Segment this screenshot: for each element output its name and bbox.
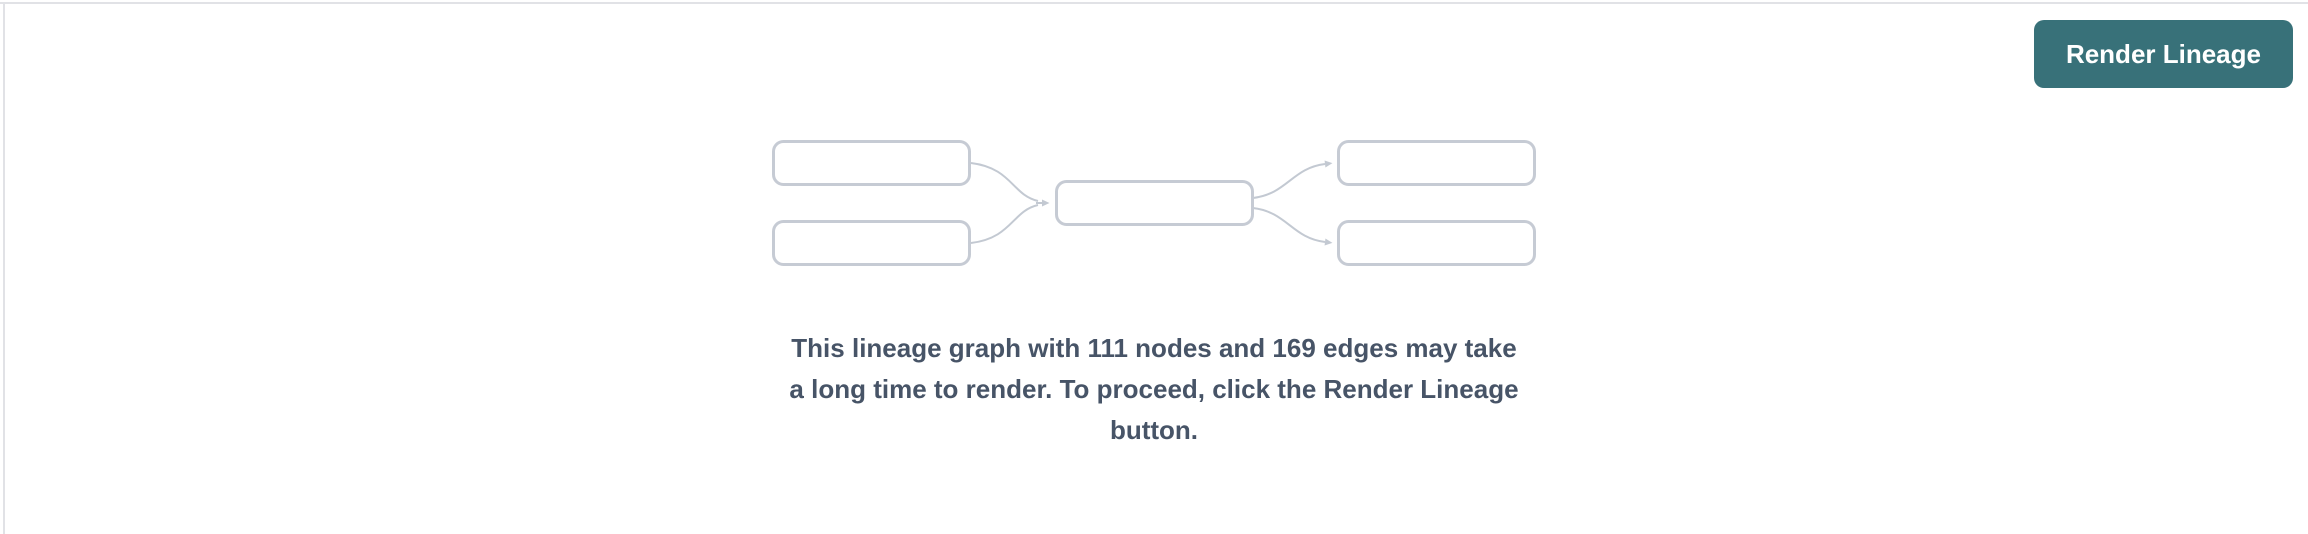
node-downstream-1 — [1337, 140, 1536, 186]
lineage-graph-illustration — [772, 140, 1536, 266]
panel-top-border — [0, 2, 2308, 4]
node-upstream-2 — [772, 220, 971, 266]
node-center — [1055, 180, 1254, 226]
lineage-placeholder: This lineage graph with 111 nodes and 16… — [772, 140, 1536, 451]
node-downstream-2 — [1337, 220, 1536, 266]
render-warning-message: This lineage graph with 111 nodes and 16… — [772, 328, 1536, 451]
panel-left-border — [3, 2, 5, 534]
render-lineage-button[interactable]: Render Lineage — [2033, 20, 2293, 88]
node-upstream-1 — [772, 140, 971, 186]
edge-upstream-bottom — [970, 204, 1039, 244]
message-line-1: This lineage graph with 111 nodes and 16… — [791, 333, 1517, 363]
edge-downstream-top — [1252, 160, 1333, 199]
message-line-2: a long time to render. To proceed, click… — [789, 374, 1519, 404]
message-line-3: button. — [1109, 415, 1199, 445]
edge-upstream-top — [970, 162, 1039, 202]
edge-downstream-bottom — [1252, 207, 1333, 246]
